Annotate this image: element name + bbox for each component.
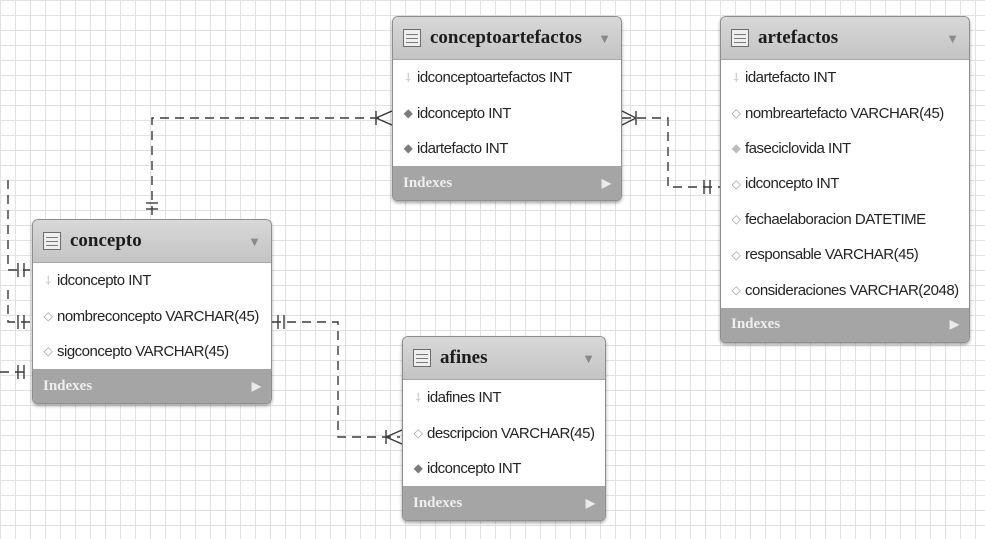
key-icon: ⸸ — [415, 391, 421, 406]
attribute-icon: ◇ — [731, 106, 741, 121]
table-header[interactable]: conceptoartefactos ▼ — [393, 17, 621, 60]
table-title: artefactos — [758, 27, 839, 48]
column-label: idconcepto INT — [57, 272, 151, 290]
key-icon: ⸸ — [733, 71, 739, 86]
table-concepto[interactable]: concepto ▼ ⸸ idconcepto INT ◇ nombreconcep… — [32, 219, 272, 405]
attribute-icon: ◇ — [731, 176, 741, 191]
foreign-key-icon: ◆ — [731, 141, 741, 156]
column-label: sigconcepto VARCHAR(45) — [57, 342, 229, 360]
column-label: idconcepto INT — [417, 104, 511, 122]
column-label: idartefacto INT — [417, 139, 508, 157]
table-afines[interactable]: afines ▼ ⸸ idafines INT ◇ descripcion VARC… — [402, 336, 606, 522]
column-row[interactable]: ◇ nombreartefacto VARCHAR(45) — [721, 95, 969, 130]
column-label: fechaelaboracion DATETIME — [745, 210, 926, 228]
table-header[interactable]: afines ▼ — [403, 337, 605, 380]
column-row[interactable]: ◆ idconcepto INT — [403, 451, 605, 486]
column-row[interactable]: ◇ responsable VARCHAR(45) — [721, 237, 969, 272]
attribute-icon: ◇ — [731, 283, 741, 298]
column-row[interactable]: ◇ descripcion VARCHAR(45) — [403, 415, 605, 450]
chevron-down-icon[interactable]: ▼ — [582, 350, 595, 366]
expand-arrow-icon[interactable]: ▶ — [585, 495, 595, 510]
table-icon — [403, 29, 421, 47]
indexes-label: Indexes — [403, 174, 453, 191]
key-icon: ⸸ — [45, 274, 51, 289]
table-title: concepto — [70, 230, 142, 251]
relationship-line-offscreen-1 — [7, 180, 30, 271]
table-title: afines — [440, 347, 488, 368]
chevron-down-icon[interactable]: ▼ — [946, 30, 959, 46]
expand-arrow-icon[interactable]: ▶ — [601, 175, 611, 190]
relationship-line-artefactos-conceptoartefactos — [622, 117, 720, 188]
attribute-icon: ◇ — [731, 212, 741, 227]
table-icon — [43, 232, 61, 250]
relationship-line-concepto-afines — [272, 321, 400, 438]
column-row[interactable]: ⸸ idafines INT — [403, 380, 605, 415]
column-label: descripcion VARCHAR(45) — [427, 424, 595, 442]
column-row[interactable]: ◇ idconcepto INT — [721, 166, 969, 201]
column-label: idconceptoartefactos INT — [417, 69, 572, 87]
column-label: responsable VARCHAR(45) — [745, 246, 919, 264]
column-label: idconcepto INT — [427, 459, 521, 477]
table-icon — [413, 349, 431, 367]
indexes-section[interactable]: Indexes ▶ — [393, 166, 621, 201]
table-title: conceptoartefactos — [430, 27, 582, 48]
column-label: idconcepto INT — [745, 175, 839, 193]
key-icon: ⸸ — [405, 71, 411, 86]
column-row[interactable]: ◆ faseciclovida INT — [721, 131, 969, 166]
column-row[interactable]: ◆ idartefacto INT — [393, 131, 621, 166]
attribute-icon: ◇ — [43, 309, 53, 324]
table-conceptoartefactos[interactable]: conceptoartefactos ▼ ⸸ idconceptoartefact… — [392, 16, 622, 202]
table-header[interactable]: artefactos ▼ — [721, 17, 969, 60]
chevron-down-icon[interactable]: ▼ — [598, 30, 611, 46]
attribute-icon: ◇ — [43, 344, 53, 359]
foreign-key-icon: ◆ — [403, 106, 413, 121]
table-icon — [731, 29, 749, 47]
chevron-down-icon[interactable]: ▼ — [248, 233, 261, 249]
indexes-section[interactable]: Indexes ▶ — [721, 307, 969, 342]
column-label: nombreartefacto VARCHAR(45) — [745, 104, 944, 122]
column-label: faseciclovida INT — [745, 139, 851, 157]
column-row[interactable]: ⸸ idartefacto INT — [721, 60, 969, 95]
column-label: nombreconcepto VARCHAR(45) — [57, 307, 259, 325]
expand-arrow-icon[interactable]: ▶ — [949, 317, 959, 332]
relationship-line-offscreen-2 — [7, 290, 30, 323]
foreign-key-icon: ◆ — [413, 461, 423, 476]
column-row[interactable]: ◇ nombreconcepto VARCHAR(45) — [33, 298, 271, 333]
attribute-icon: ◇ — [413, 426, 423, 441]
indexes-label: Indexes — [413, 494, 463, 511]
foreign-key-icon: ◆ — [403, 141, 413, 156]
table-artefactos[interactable]: artefactos ▼ ⸸ idartefacto INT ◇ nombreart… — [720, 16, 970, 343]
column-label: consideraciones VARCHAR(2048) — [745, 281, 959, 299]
relationship-line-concepto-conceptoartefactos — [151, 117, 382, 215]
indexes-section[interactable]: Indexes ▶ — [403, 486, 605, 521]
table-header[interactable]: concepto ▼ — [33, 220, 271, 263]
column-row[interactable]: ◆ idconcepto INT — [393, 95, 621, 130]
column-row[interactable]: ◇ sigconcepto VARCHAR(45) — [33, 334, 271, 369]
indexes-label: Indexes — [43, 377, 93, 394]
column-row[interactable]: ⸸ idconcepto INT — [33, 263, 271, 298]
column-row[interactable]: ⸸ idconceptoartefactos INT — [393, 60, 621, 95]
column-label: idafines INT — [427, 389, 502, 407]
attribute-icon: ◇ — [731, 247, 741, 262]
column-label: idartefacto INT — [745, 69, 836, 87]
indexes-label: Indexes — [731, 316, 781, 333]
column-row[interactable]: ◇ fechaelaboracion DATETIME — [721, 202, 969, 237]
column-row[interactable]: ◇ consideraciones VARCHAR(2048) — [721, 272, 969, 307]
expand-arrow-icon[interactable]: ▶ — [251, 378, 261, 393]
indexes-section[interactable]: Indexes ▶ — [33, 369, 271, 404]
